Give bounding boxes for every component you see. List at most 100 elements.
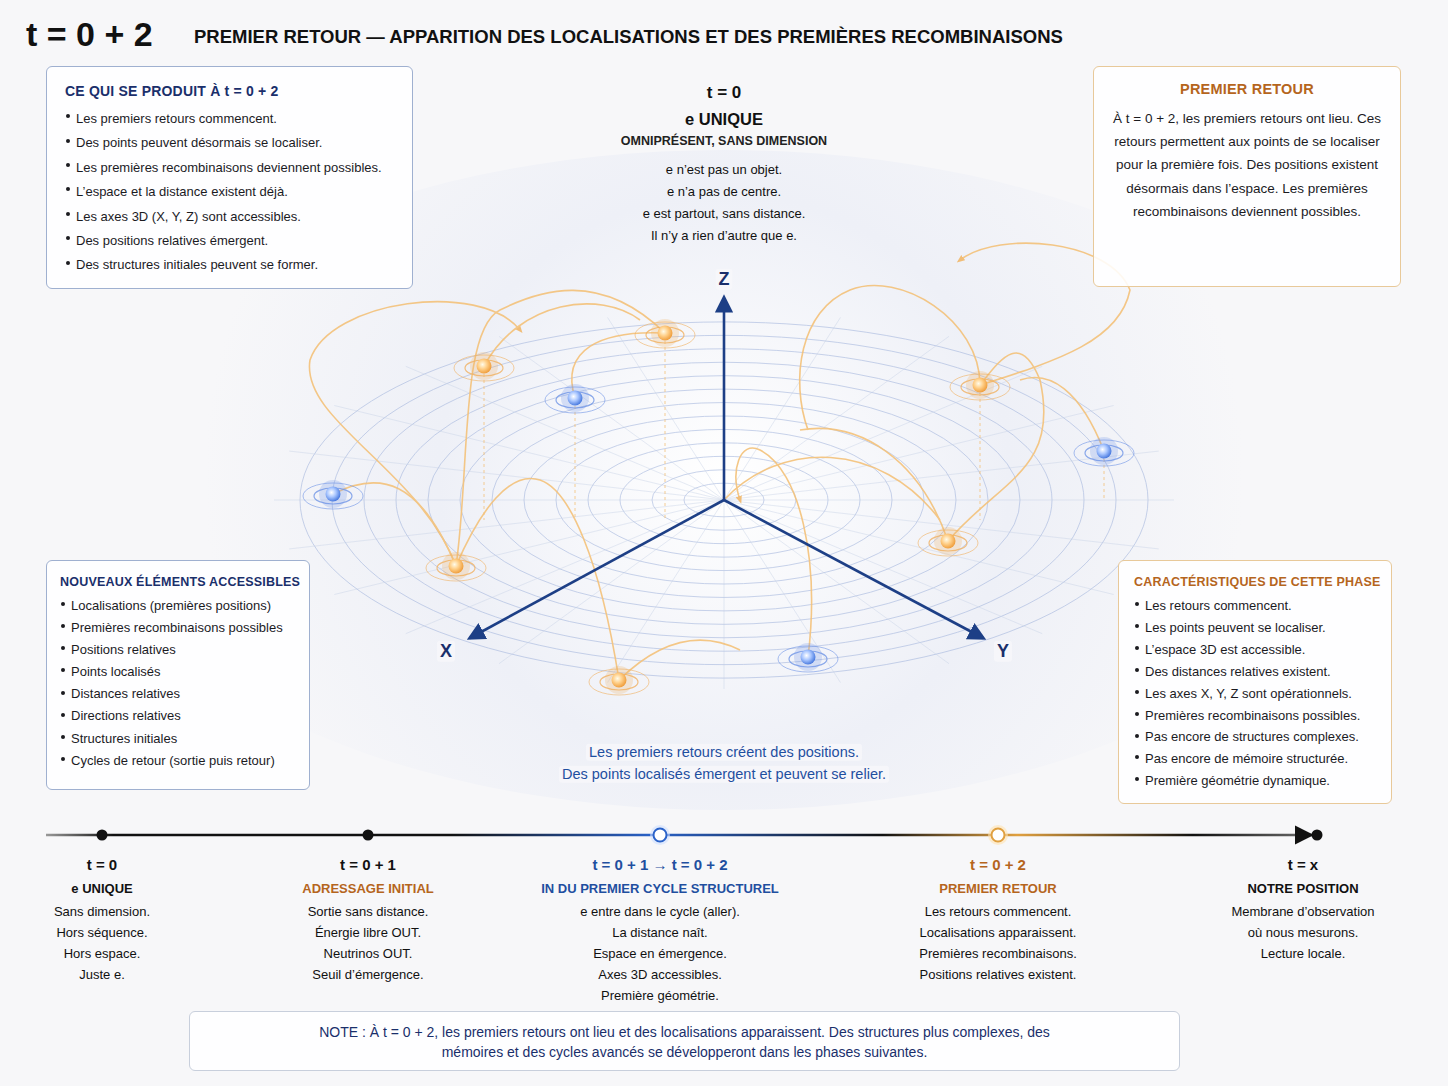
characteristics-box: CARACTÉRISTIQUES DE CETTE PHASELes retou…	[1118, 560, 1392, 804]
grid-spoke	[724, 500, 1114, 595]
text-label: OMNIPRÉSENT, SANS DIMENSION	[621, 134, 827, 148]
text-label: e UNIQUE	[685, 110, 763, 129]
text-label: Positions relatives existent.	[920, 968, 1077, 983]
text-label: e n’a pas de centre.	[667, 185, 781, 200]
bullet-item: L’espace et la distance existent déjà.	[65, 180, 400, 204]
orb	[658, 326, 673, 341]
grid-spoke	[724, 500, 1174, 501]
grid-spoke	[406, 366, 724, 500]
text-label: t = 0	[87, 856, 117, 873]
bullet-item: Premières recombinaisons possibles	[60, 617, 301, 639]
bullet-item: Première géométrie dynamique.	[1134, 770, 1383, 792]
text-label: e UNIQUE	[71, 882, 132, 897]
text-label: Énergie libre OUT.	[315, 926, 421, 941]
text-label: Hors séquence.	[56, 926, 147, 941]
box-body: À t = 0 + 2, les premiers retours ont li…	[1106, 107, 1388, 223]
text-label: Neutrinos OUT.	[324, 947, 413, 962]
orb-glow	[442, 552, 470, 580]
bullet-item: Les axes 3D (X, Y, Z) sont accessibles.	[65, 205, 400, 229]
orb	[801, 650, 816, 665]
text-label: t = 0 + 1	[340, 856, 396, 873]
bullet-item: Les axes X, Y, Z sont opérationnels.	[1134, 683, 1383, 705]
bullet-item: Localisations (premières positions)	[60, 595, 301, 617]
text-label: e entre dans le cycle (aller).	[580, 905, 740, 920]
orb	[449, 559, 464, 574]
text-label: Hors espace.	[64, 947, 141, 962]
drop-line	[980, 393, 981, 520]
bullet-item: Points localisés	[60, 661, 301, 683]
orb	[941, 534, 956, 549]
bullet-item: Des points peuvent désormais se localise…	[65, 131, 400, 155]
bullet-item: Les premières recombinaisons deviennent …	[65, 156, 400, 180]
bullet-item: Distances relatives	[60, 683, 301, 705]
text-label: Des points localisés émergent et peuvent…	[559, 766, 889, 783]
bullet-item: Cycles de retour (sortie puis retour)	[60, 750, 301, 772]
text-label: NOTRE POSITION	[1247, 882, 1358, 897]
text-label: Premières recombinaisons.	[919, 947, 1077, 962]
orb-glow	[794, 643, 822, 671]
text-label: Lecture locale.	[1261, 947, 1346, 962]
text-label: Espace en émergence.	[593, 947, 727, 962]
page-title: t = 0 + 2	[26, 15, 153, 54]
text-label: Seuil d’émergence.	[312, 968, 423, 983]
text-label: Première géométrie.	[601, 989, 719, 1004]
grid-spoke	[724, 500, 1042, 634]
bullet-item: Pas encore de structures complexes.	[1134, 726, 1383, 748]
box-heading: CE QUI SE PRODUIT À t = 0 + 2	[65, 83, 400, 99]
premier-retour-box: PREMIER RETOURÀ t = 0 + 2, les premiers …	[1093, 66, 1401, 287]
drop-line	[665, 341, 666, 520]
text-label: Sans dimension.	[54, 905, 150, 920]
text-label: e n’est pas un objet.	[666, 163, 782, 178]
text-label: Axes 3D accessibles.	[598, 968, 722, 983]
orb-glow	[966, 371, 994, 399]
text-label: t = 0 + 2	[970, 856, 1026, 873]
orb-glow	[470, 352, 498, 380]
bullet-item: Des positions relatives émergent.	[65, 229, 400, 253]
text-label: ADRESSAGE INITIAL	[302, 882, 433, 897]
bullet-item: L’espace 3D est accessible.	[1134, 639, 1383, 661]
text-label: Il n’y a rien d’autre que e.	[651, 229, 797, 244]
bullet-item: Les premiers retours commencent.	[65, 107, 400, 131]
text-label: Sortie sans distance.	[308, 905, 429, 920]
bullet-item: Les points peuvent se localiser.	[1134, 617, 1383, 639]
grid-spoke	[724, 500, 725, 689]
grid-spoke	[499, 336, 724, 500]
orb	[1097, 444, 1112, 459]
drop-line	[484, 374, 485, 520]
text-label: Les retours commencent.	[925, 905, 1072, 920]
orb	[477, 359, 492, 374]
drop-line	[1104, 459, 1105, 500]
orb-glow	[934, 527, 962, 555]
grid-spoke	[334, 500, 724, 595]
axis-label: X	[437, 641, 455, 662]
orb	[568, 391, 583, 406]
box-heading: CARACTÉRISTIQUES DE CETTE PHASE	[1134, 575, 1383, 589]
axis-label: Z	[716, 269, 733, 290]
text-label: Membrane d’observation	[1231, 905, 1374, 920]
grid-spoke	[289, 451, 724, 500]
text-label: t = 0 + 1 → t = 0 + 2	[592, 856, 727, 873]
bullet-item: Positions relatives	[60, 639, 301, 661]
grid-spoke	[724, 336, 949, 500]
elements-box: NOUVEAUX ÉLÉMENTS ACCESSIBLES Localisatio…	[46, 560, 310, 790]
text-label: La distance naît.	[612, 926, 707, 941]
text-label: t = x	[1288, 856, 1318, 873]
orb-glow	[1090, 437, 1118, 465]
orb-glow	[651, 319, 679, 347]
orb	[612, 673, 627, 688]
bullet-item: Des structures initiales peuvent se form…	[65, 253, 400, 277]
grid-spoke	[724, 500, 840, 683]
grid-spoke	[608, 317, 724, 500]
bullet-item: Pas encore de mémoire structurée.	[1134, 748, 1383, 770]
grid-spoke	[608, 500, 724, 683]
bullet-item: Directions relatives	[60, 705, 301, 727]
box-heading: NOUVEAUX ÉLÉMENTS ACCESSIBLES	[60, 575, 301, 589]
grid-spoke	[289, 500, 724, 549]
bullet-item: Premières recombinaisons possibles.	[1134, 705, 1383, 727]
text-label: Localisations apparaissent.	[920, 926, 1077, 941]
text-label: où nous mesurons.	[1248, 926, 1359, 941]
grid-spoke	[724, 500, 949, 664]
bullet-item: Structures initiales	[60, 728, 301, 750]
grid-spoke	[724, 366, 1042, 500]
box-body: NOTE : À t = 0 + 2, les premiers retours…	[290, 1022, 1079, 1062]
